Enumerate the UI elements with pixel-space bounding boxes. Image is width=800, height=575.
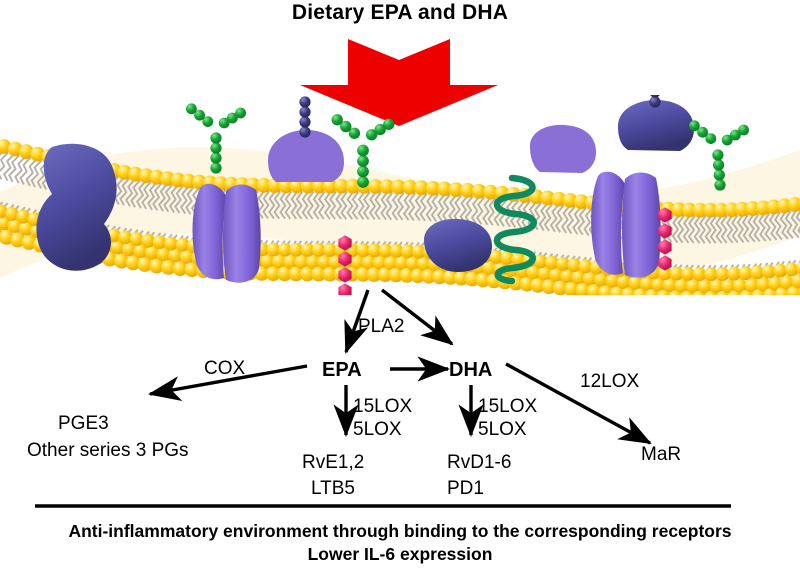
label-cox: COX — [204, 358, 246, 379]
label-5lox-dha: 5LOX — [478, 419, 527, 440]
label-12lox: 12LOX — [580, 371, 640, 392]
plasma-membrane-bilayer — [0, 95, 800, 295]
label-other-pgs: Other series 3 PGs — [27, 440, 189, 461]
label-pla2: PLA2 — [358, 316, 405, 337]
label-15lox-epa: 15LOX — [353, 396, 413, 417]
glycan-chains — [186, 95, 749, 191]
label-ltb5: LTB5 — [311, 478, 356, 499]
arrow-epa-to-pge3 — [147, 364, 308, 402]
pathway-arrows — [147, 288, 652, 445]
alpha-helix-protein — [493, 174, 537, 285]
arrow-dha-to-mar — [505, 362, 652, 445]
conclusion-line-2: Lower IL-6 expression — [307, 544, 493, 564]
cholesterol-molecules — [338, 207, 672, 295]
integral-protein-right — [591, 171, 661, 278]
label-15lox-dha: 15LOX — [478, 396, 538, 417]
peripheral-protein-top-right — [618, 100, 694, 151]
peripheral-protein-far-left — [36, 143, 117, 271]
label-dha: DHA — [449, 359, 493, 381]
peripheral-protein-inner-center — [424, 218, 492, 272]
label-mar: MaR — [641, 444, 682, 465]
label-pd1: PD1 — [447, 478, 484, 499]
label-epa: EPA — [322, 359, 362, 381]
arrow-membrane-to-dha — [380, 288, 454, 346]
label-rvd16: RvD1-6 — [447, 452, 512, 473]
peripheral-protein-top-center — [268, 130, 344, 182]
integral-protein-left — [192, 183, 261, 283]
label-pge3: PGE3 — [58, 413, 109, 434]
dietary-intake-arrow — [300, 39, 498, 126]
arrow-membrane-to-epa — [344, 289, 370, 354]
label-5lox-epa: 5LOX — [353, 419, 402, 440]
label-rve12: RvE1,2 — [302, 452, 365, 473]
peripheral-protein-mid-right — [530, 124, 596, 173]
figure-title: Dietary EPA and DHA — [291, 1, 509, 24]
conclusion-line-1: Anti-inflammatory environment through bi… — [68, 521, 732, 541]
